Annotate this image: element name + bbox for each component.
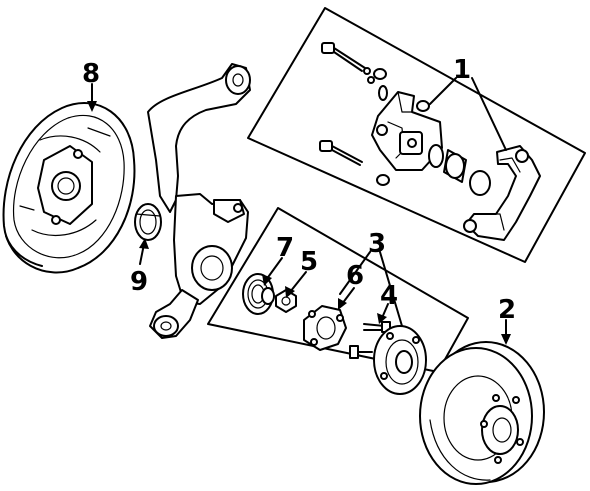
bleeder-cap	[373, 68, 387, 80]
hub-flange	[303, 305, 347, 351]
callout-1: 1	[453, 55, 471, 85]
hub-assembly	[349, 325, 427, 395]
guide-boot-lower	[376, 174, 390, 186]
caliper-housing	[371, 91, 443, 171]
piston-seal	[428, 144, 444, 168]
caliper-bolt-upper	[321, 42, 371, 75]
caliper-group	[247, 7, 586, 263]
hub-group	[207, 207, 469, 395]
callout-8: 8	[82, 59, 100, 89]
leader-lines	[87, 77, 511, 345]
piston-boot	[469, 170, 491, 196]
seal-ring	[134, 203, 162, 241]
callout-4: 4	[380, 281, 398, 311]
bleeder-screw	[378, 85, 388, 101]
caliper-piston	[443, 149, 467, 183]
callout-5: 5	[300, 247, 318, 277]
brake-rotor	[419, 341, 545, 485]
callout-6: 6	[346, 261, 364, 291]
caliper-group-outline	[247, 7, 586, 263]
callout-3: 3	[368, 229, 386, 259]
callout-7: 7	[276, 233, 294, 263]
brake-dust-shield	[2, 102, 136, 274]
caliper-bracket	[463, 145, 541, 241]
callout-2: 2	[498, 295, 516, 325]
guide-boot-upper	[416, 100, 430, 112]
steering-knuckle	[147, 63, 251, 339]
callout-9: 9	[130, 267, 148, 297]
caliper-bolt-lower	[319, 140, 363, 166]
